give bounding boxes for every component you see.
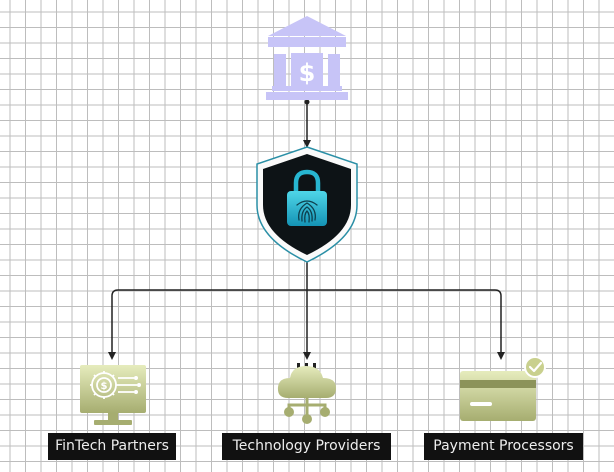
padlock-shackle — [293, 169, 321, 193]
label-fintech-partners: FinTech Partners — [48, 433, 176, 460]
label-technology-providers: Technology Providers — [222, 433, 391, 460]
bank-icon: $ — [266, 16, 348, 100]
padlock-body — [287, 191, 327, 226]
cloud-network-icon — [277, 363, 336, 424]
monitor-gear-dollar-icon: $ — [80, 365, 146, 425]
svg-text:$: $ — [101, 381, 108, 392]
connector-to-fintech — [108, 289, 307, 360]
fingerprint-icon — [296, 200, 318, 223]
credit-card-check-icon — [460, 356, 546, 421]
connectors — [108, 100, 505, 360]
shield-lock-fingerprint-icon — [256, 146, 358, 263]
connector-to-payment — [307, 289, 505, 360]
connector-dot — [304, 99, 310, 105]
label-payment-processors: Payment Processors — [424, 433, 583, 460]
svg-text:$: $ — [299, 59, 316, 87]
